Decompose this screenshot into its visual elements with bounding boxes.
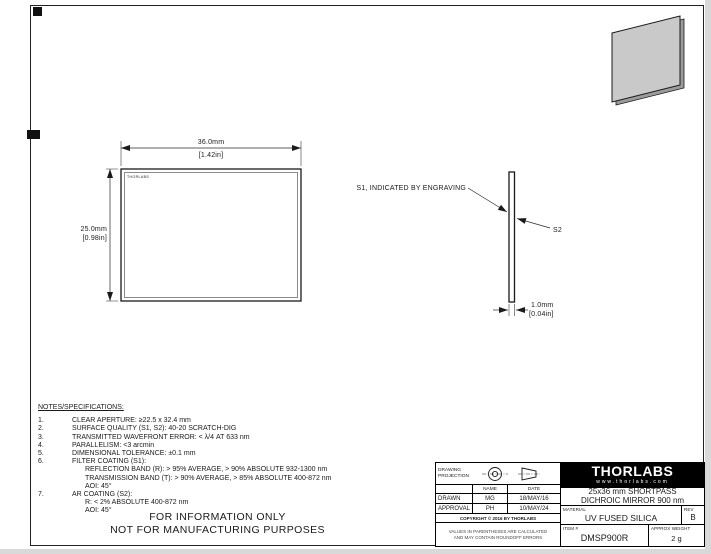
approval-name-cell: PH <box>473 504 508 514</box>
rev-value: B <box>690 513 696 522</box>
projection-label-line1: DRAWING <box>438 467 462 473</box>
note-subitem: TRANSMISSION BAND (T): > 90% AVERAGE, > … <box>85 474 332 482</box>
projection-label-line2: PROJECTION <box>438 473 469 479</box>
disclaimer-line2: AND MAY CONTAIN ROUNDOFF ERRORS <box>453 534 543 540</box>
approx-weight-label: APPROX WEIGHT <box>651 526 691 531</box>
thorlabs-logo-text: THORLABS <box>591 463 674 479</box>
engraving-text: THORLABS <box>127 175 149 179</box>
material-label: MATERIAL <box>563 507 586 512</box>
isometric-view <box>611 15 685 106</box>
front-view: THORLABS 36.0mm [1.42in] 25.0mm [0.98in] <box>81 139 302 302</box>
disclaimer-line1: VALUES IN PARENTHESES ARE CALCULATED <box>448 528 548 534</box>
notes-title: NOTES/SPECIFICATIONS: <box>38 404 124 411</box>
item-label: ITEM # <box>563 526 579 531</box>
s1-leader-line <box>467 187 508 213</box>
header-blank-cell <box>436 485 473 494</box>
thickness-dimension-mm: 1.0mm <box>531 302 553 309</box>
approx-weight-cell: APPROX WEIGHT 2 g <box>649 525 704 546</box>
drawn-label-cell: DRAWN <box>436 494 473 504</box>
drawing-title: 25x36 mm SHORTPASS DICHROIC MIRROR 900 n… <box>561 488 704 506</box>
mirror-iso-face <box>611 15 681 103</box>
page-edge-shadow <box>0 549 711 554</box>
thickness-dimension-in: [0.04in] <box>529 311 554 318</box>
notes-section: NOTES/SPECIFICATIONS: 1.CLEAR APERTURE: … <box>38 404 368 516</box>
width-dimension-mm: 36.0mm <box>198 139 225 146</box>
approval-label-cell: APPROVAL <box>436 504 473 514</box>
note-item: 1.CLEAR APERTURE: ≥22.5 x 32.4 mm <box>38 417 191 425</box>
item-number-cell: ITEM # DMSP900R <box>561 525 649 546</box>
mirror-front-outline <box>120 168 302 302</box>
note-item: 7.AR COATING (S2): <box>38 491 133 499</box>
material-value: UV FUSED SILICA <box>584 512 658 523</box>
note-item: 4.PARALLELISM: <3 arcmin <box>38 441 155 449</box>
thorlabs-logo: THORLABS www.thorlabs.com <box>561 463 704 488</box>
name-header-cell: NAME <box>473 485 508 494</box>
approval-date-cell: 10/MAY/24 <box>508 504 561 514</box>
rev-cell: REV B <box>682 506 704 525</box>
drawing-title-line2: DICHROIC MIRROR 900 nm <box>580 495 685 505</box>
note-item: 5.DIMENSIONAL TOLERANCE: ±0.1 mm <box>38 450 196 458</box>
height-dimension-mm: 25.0mm <box>81 226 108 233</box>
mirror-side-outline <box>508 171 516 303</box>
copyright-cell: COPYRIGHT © 2016 BY THORLABS <box>436 514 561 523</box>
drawing-title-line1: 25x36 mm SHORTPASS <box>588 488 677 496</box>
note-subitem: R: < 2% ABSOLUTE 400-872 nm <box>85 499 189 507</box>
date-header-cell: DATE <box>508 485 561 494</box>
info-only-line2: NOT FOR MANUFACTURING PURPOSES <box>110 523 325 536</box>
note-subitem: AOI: 45° <box>85 482 112 490</box>
extension-lines-height <box>106 168 118 302</box>
third-angle-projection-icon <box>482 466 540 481</box>
item-number-value: DMSP900R <box>580 533 629 543</box>
info-only-notice: FOR INFORMATION ONLY NOT FOR MANUFACTURI… <box>85 511 350 536</box>
drawn-name-cell: MG <box>473 494 508 504</box>
note-subitem: REFLECTION BAND (R): > 95% AVERAGE, > 90… <box>85 466 328 474</box>
note-item: 3.TRANSMITTED WAVEFRONT ERROR: < λ/4 AT … <box>38 433 250 441</box>
drawn-date-cell: 18/MAY/16 <box>508 494 561 504</box>
note-item: 6.FILTER COATING (S1): <box>38 458 147 466</box>
drawing-projection-cell: DRAWING PROJECTION <box>436 463 561 485</box>
sheet-border <box>30 5 704 546</box>
extension-lines-thickness <box>508 304 515 316</box>
disclaimer-cell: VALUES IN PARENTHESES ARE CALCULATED AND… <box>436 523 561 546</box>
note-subitem: AOI: 45° <box>85 507 112 515</box>
material-cell: MATERIAL UV FUSED SILICA <box>561 506 682 525</box>
width-dimension-in: [1.42in] <box>199 152 224 159</box>
s1-callout-label: S1, INDICATED BY ENGRAVING <box>357 185 466 192</box>
mirror-front-bevel <box>124 172 298 298</box>
s2-callout-label: S2 <box>553 227 562 234</box>
height-dimension-in: [0.98in] <box>82 235 107 242</box>
page-edge-shadow <box>705 0 711 554</box>
rev-label: REV <box>684 507 694 512</box>
side-view: S1, INDICATED BY ENGRAVING S2 1.0mm [0.0… <box>357 171 562 318</box>
note-item: 2.SURFACE QUALITY (S1, S2): 40-20 SCRATC… <box>38 425 237 433</box>
thorlabs-website: www.thorlabs.com <box>596 479 669 485</box>
registration-mark <box>33 7 42 16</box>
info-only-line1: FOR INFORMATION ONLY <box>149 511 286 523</box>
title-block: DRAWING PROJECTION NAME DATE DRAWN MG 18… <box>435 462 705 547</box>
approx-weight-value: 2 g <box>671 533 682 543</box>
s2-leader-line <box>516 218 551 229</box>
registration-mark <box>27 130 40 139</box>
